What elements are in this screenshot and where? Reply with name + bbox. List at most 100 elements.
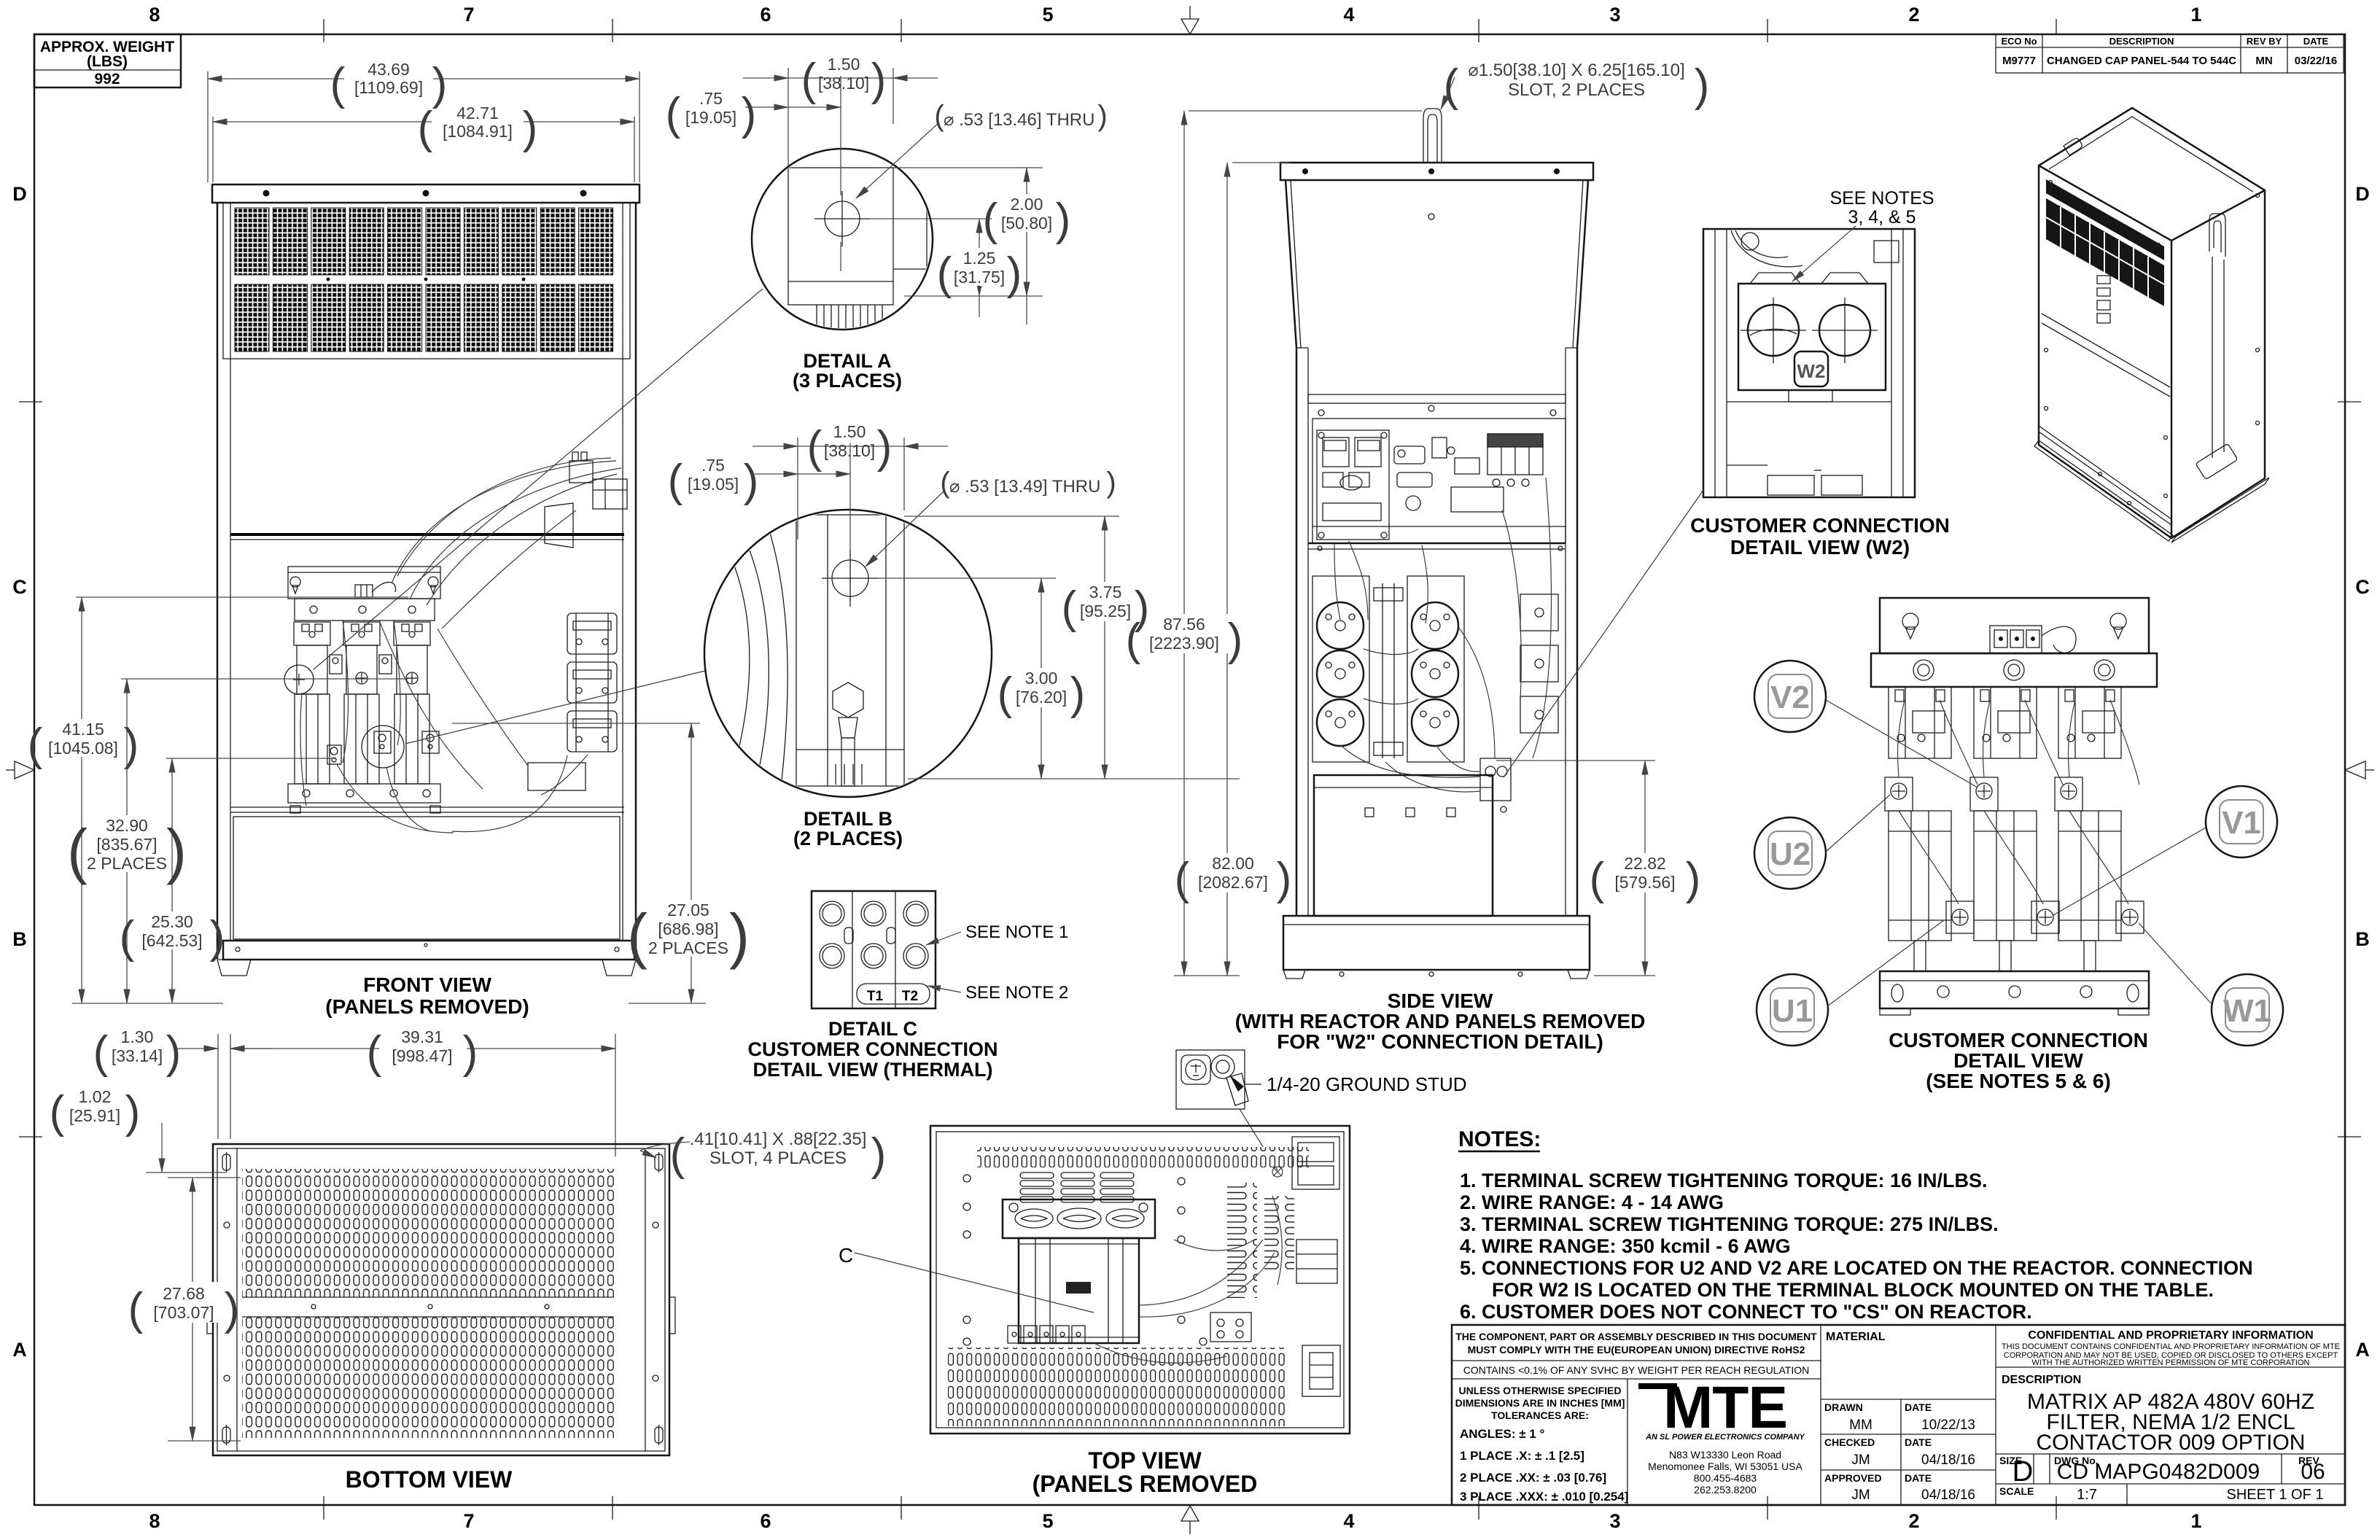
- svg-text:04/18/16: 04/18/16: [1921, 1488, 1975, 1503]
- svg-text:22.82: 22.82: [1624, 854, 1666, 873]
- svg-text:4. WIRE RANGE: 350 kcmil - 6: 4. WIRE RANGE: 350 kcmil - 6 AWG: [1460, 1235, 1791, 1257]
- svg-text:FOR W2 IS LOCATED ON THE TERMI: FOR W2 IS LOCATED ON THE TERMINAL BLOCK …: [1492, 1279, 2214, 1301]
- svg-text:2 PLACES: 2 PLACES: [87, 854, 167, 873]
- svg-text:6: 6: [760, 4, 771, 26]
- svg-text:6. CUSTOMER DOES NOT CONNECT: 6. CUSTOMER DOES NOT CONNECT TO "CS" ON …: [1460, 1301, 2032, 1323]
- svg-text:(: (: [807, 422, 822, 472]
- svg-text:): ): [166, 1027, 182, 1078]
- svg-text:3 PLACE .XXX: ± .010 [0.254]: 3 PLACE .XXX: ± .010 [0.254]: [1460, 1490, 1628, 1504]
- svg-text:T2: T2: [902, 989, 918, 1004]
- svg-text:(: (: [668, 456, 683, 506]
- svg-text:CONTAINS <0.1% OF ANY SVHC BY: CONTAINS <0.1% OF ANY SVHC BY WEIGHT PER…: [1463, 1364, 1809, 1376]
- svg-text:[1045.08]: [1045.08]: [48, 739, 118, 758]
- svg-text:DESCRIPTION: DESCRIPTION: [2109, 36, 2174, 47]
- svg-text:): ): [523, 103, 538, 153]
- svg-text:⌀ .53 [13.49] THRU: ⌀ .53 [13.49] THRU: [949, 477, 1100, 497]
- svg-text:V1: V1: [2222, 805, 2261, 841]
- svg-text:ANGLES: ± 1 °: ANGLES: ± 1 °: [1460, 1427, 1544, 1441]
- svg-text:W2: W2: [1797, 360, 1826, 382]
- svg-text:[1109.69]: [1109.69]: [354, 78, 423, 97]
- svg-text:DATE: DATE: [1905, 1436, 1932, 1448]
- svg-text:[31.75]: [31.75]: [954, 268, 1005, 287]
- svg-text:CUSTOMER CONNECTION: CUSTOMER CONNECTION: [747, 1038, 998, 1060]
- svg-text:2: 2: [1908, 1510, 1919, 1532]
- svg-text:2: 2: [1908, 4, 1919, 26]
- svg-text:NOTES:: NOTES:: [1458, 1127, 1541, 1151]
- svg-text:SEE NOTE 1: SEE NOTE 1: [965, 922, 1068, 942]
- svg-text:39.31: 39.31: [401, 1027, 443, 1046]
- svg-text:87.56: 87.56: [1163, 615, 1205, 634]
- svg-text:(WITH REACTOR AND PANELS REMOV: (WITH REACTOR AND PANELS REMOVED: [1235, 1010, 1646, 1032]
- svg-text:(: (: [1175, 854, 1190, 904]
- svg-text:TOP VIEW: TOP VIEW: [1088, 1447, 1202, 1474]
- svg-text:3. TERMINAL SCREW TIGHTENING: 3. TERMINAL SCREW TIGHTENING TORQUE: 275…: [1460, 1213, 1999, 1235]
- svg-text:(: (: [418, 103, 433, 153]
- svg-text:DETAIL VIEW (W2): DETAIL VIEW (W2): [1730, 536, 1910, 559]
- svg-text:SEE NOTES: SEE NOTES: [1829, 188, 1934, 209]
- svg-text:): ): [1070, 669, 1086, 719]
- svg-text:DETAIL VIEW (THERMAL): DETAIL VIEW (THERMAL): [753, 1059, 993, 1081]
- svg-text:992: 992: [94, 71, 120, 88]
- svg-text:DIMENSIONS ARE IN INCHES [MM]: DIMENSIONS ARE IN INCHES [MM]: [1455, 1397, 1625, 1409]
- svg-text:MTE: MTE: [1663, 1374, 1787, 1441]
- svg-text:): ): [166, 817, 187, 885]
- svg-text:CUSTOMER CONNECTION: CUSTOMER CONNECTION: [1690, 514, 1950, 537]
- svg-text:ECO No: ECO No: [2001, 36, 2037, 47]
- svg-text:(2 PLACES): (2 PLACES): [793, 828, 903, 849]
- svg-text:(: (: [1126, 615, 1141, 665]
- svg-text:DATE: DATE: [2303, 36, 2329, 47]
- svg-text:FRONT VIEW: FRONT VIEW: [363, 973, 491, 996]
- svg-text:(: (: [28, 720, 43, 770]
- svg-text:(LBS): (LBS): [87, 53, 128, 70]
- svg-text:DWG No.: DWG No.: [2054, 1455, 2099, 1466]
- svg-text:THE COMPONENT, PART OR ASSEMBL: THE COMPONENT, PART OR ASSEMBLY DESCRIBE…: [1455, 1331, 1817, 1342]
- svg-text:3: 3: [1609, 1510, 1620, 1532]
- svg-text:T1: T1: [867, 989, 884, 1004]
- svg-text:800.455-4683: 800.455-4683: [1694, 1472, 1757, 1484]
- svg-text:SEE NOTE 2: SEE NOTE 2: [965, 983, 1068, 1003]
- svg-text:(: (: [627, 901, 648, 970]
- svg-text:DETAIL B: DETAIL B: [804, 808, 892, 830]
- svg-text:AN SL POWER ELECTRONICS COMPAN: AN SL POWER ELECTRONICS COMPANY: [1645, 1433, 1805, 1442]
- svg-text:SIZE: SIZE: [1999, 1455, 2022, 1466]
- svg-text:A: A: [12, 1339, 27, 1361]
- svg-text:): ): [877, 422, 892, 472]
- svg-text:REV BY: REV BY: [2247, 36, 2282, 47]
- svg-text:): ): [871, 1129, 887, 1180]
- svg-text:.75: .75: [699, 89, 723, 108]
- svg-text:FOR "W2" CONNECTION DETAIL): FOR "W2" CONNECTION DETAIL): [1277, 1030, 1603, 1053]
- svg-text:(: (: [998, 669, 1013, 719]
- svg-text:BOTTOM VIEW: BOTTOM VIEW: [346, 1466, 513, 1493]
- svg-text:[38.10]: [38.10]: [818, 74, 869, 93]
- svg-text:41.15: 41.15: [62, 720, 104, 739]
- svg-text:2.00: 2.00: [1011, 195, 1043, 214]
- svg-text:1/4-20 GROUND STUD: 1/4-20 GROUND STUD: [1267, 1073, 1467, 1095]
- svg-text:(SEE NOTES 5 & 6): (SEE NOTES 5 & 6): [1926, 1070, 2111, 1092]
- svg-text:(: (: [801, 55, 817, 105]
- svg-text:U2: U2: [1770, 836, 1811, 872]
- svg-text:SLOT, 4 PLACES: SLOT, 4 PLACES: [709, 1148, 847, 1168]
- svg-text:DATE: DATE: [1905, 1472, 1932, 1484]
- svg-text:(: (: [367, 1027, 382, 1078]
- svg-text:(: (: [330, 59, 346, 109]
- svg-text:1.02: 1.02: [79, 1087, 112, 1106]
- svg-text:4: 4: [1343, 1510, 1354, 1532]
- svg-text:APPROVED: APPROVED: [1824, 1472, 1882, 1484]
- svg-text:3: 3: [1609, 4, 1620, 26]
- svg-text:⌀ .53 [13.46] THRU: ⌀ .53 [13.46] THRU: [944, 110, 1094, 130]
- svg-text:W1: W1: [2223, 993, 2271, 1029]
- svg-text:25.30: 25.30: [151, 912, 193, 931]
- svg-text:): ): [432, 59, 448, 109]
- svg-text:C: C: [12, 576, 27, 598]
- svg-text:(: (: [50, 1087, 65, 1138]
- svg-text:SIDE VIEW: SIDE VIEW: [1388, 989, 1493, 1012]
- svg-text:2 PLACE .XX: ± .03 [0.76]: 2 PLACE .XX: ± .03 [0.76]: [1460, 1471, 1606, 1485]
- svg-text:MATRIX AP 482A 480V 60HZ: MATRIX AP 482A 480V 60HZ: [2027, 1390, 2314, 1414]
- svg-text:5. CONNECTIONS FOR U2 AND V2: 5. CONNECTIONS FOR U2 AND V2 ARE LOCATED…: [1460, 1257, 2253, 1279]
- svg-text:1. TERMINAL SCREW TIGHTENING: 1. TERMINAL SCREW TIGHTENING TORQUE: 16 …: [1460, 1170, 1988, 1191]
- svg-text:.75: .75: [701, 456, 725, 475]
- svg-text:27.68: 27.68: [163, 1284, 205, 1303]
- svg-text:(: (: [934, 100, 944, 132]
- svg-text:[1084.91]: [1084.91]: [443, 122, 513, 141]
- svg-text:(: (: [937, 249, 952, 299]
